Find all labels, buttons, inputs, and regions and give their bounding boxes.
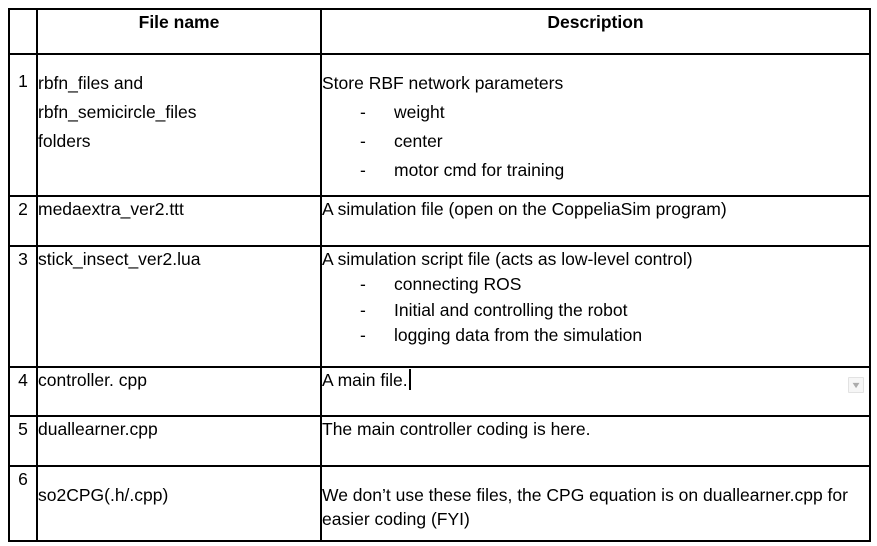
list-item: - Initial and controlling the robot bbox=[323, 298, 868, 324]
bullet-dash: - bbox=[360, 325, 366, 345]
file-name-cell[interactable]: so2CPG(.h/.cpp) bbox=[36, 465, 322, 542]
row-number: 2 bbox=[8, 195, 38, 247]
triangle-down-icon: ▼ bbox=[850, 380, 862, 390]
description-text: We don’t use these files, the CPG equati… bbox=[322, 485, 848, 529]
bullet-dash: - bbox=[360, 102, 366, 122]
table-row: 2 medaextra_ver2.ttt A simulation file (… bbox=[8, 195, 871, 247]
header-cell-file-name[interactable]: File name bbox=[36, 8, 322, 55]
description-cell[interactable]: We don’t use these files, the CPG equati… bbox=[320, 465, 871, 542]
file-name-text: so2CPG(.h/.cpp) bbox=[38, 485, 169, 505]
bullet-dash: - bbox=[360, 160, 366, 180]
list-item: - center bbox=[323, 127, 868, 156]
header-cell-index[interactable] bbox=[8, 8, 38, 55]
list-item-text: Initial and controlling the robot bbox=[394, 299, 628, 320]
description-cell[interactable]: The main controller coding is here. bbox=[320, 415, 871, 467]
table-header-row: File name Description bbox=[8, 8, 871, 55]
row-number: 5 bbox=[8, 415, 38, 467]
file-name-cell[interactable]: medaextra_ver2.ttt bbox=[36, 195, 322, 247]
description-text: Store RBF network parameters bbox=[322, 73, 564, 93]
list-item-text: weight bbox=[394, 102, 445, 122]
list-item: - connecting ROS bbox=[323, 272, 868, 298]
description-text: A simulation file (open on the CoppeliaS… bbox=[322, 199, 727, 219]
bullet-dash: - bbox=[360, 274, 366, 294]
description-text: A simulation script file (acts as low-le… bbox=[322, 249, 693, 269]
table-row: 4 controller. cpp A main file. bbox=[8, 366, 871, 417]
description-text: A main file. bbox=[322, 370, 408, 390]
row-number: 6 bbox=[8, 465, 38, 542]
list-item: - logging data from the simulation bbox=[323, 323, 868, 349]
table-dropdown-button[interactable]: ▼ bbox=[848, 377, 864, 393]
description-cell[interactable]: A simulation file (open on the CoppeliaS… bbox=[320, 195, 871, 247]
list-item: - weight bbox=[323, 98, 868, 127]
list-item-text: logging data from the simulation bbox=[394, 325, 643, 345]
list-item-text: motor cmd for training bbox=[394, 160, 565, 180]
list-item-text: center bbox=[394, 131, 443, 151]
description-cell[interactable]: Store RBF network parameters - weight - ce… bbox=[320, 53, 871, 197]
description-cell[interactable]: A simulation script file (acts as low-le… bbox=[320, 245, 871, 368]
file-name-cell[interactable]: controller. cpp bbox=[36, 366, 322, 417]
table-row: 6 so2CPG(.h/.cpp) We don’t use these fil… bbox=[8, 465, 871, 542]
bullet-dash: - bbox=[360, 299, 366, 320]
row-number: 3 bbox=[8, 245, 38, 368]
bullet-dash: - bbox=[360, 131, 366, 151]
header-cell-description[interactable]: Description bbox=[320, 8, 871, 55]
file-name-text: controller. cpp bbox=[38, 370, 147, 390]
list-item: - motor cmd for training bbox=[323, 156, 868, 185]
list-item-text: connecting ROS bbox=[394, 274, 522, 294]
file-name-text: rbfn_files and rbfn_semicircle_files fol… bbox=[38, 73, 197, 151]
row-number: 4 bbox=[8, 366, 38, 417]
file-name-cell[interactable]: stick_insect_ver2.lua bbox=[36, 245, 322, 368]
file-name-cell[interactable]: duallearner.cpp bbox=[36, 415, 322, 467]
table-row: 3 stick_insect_ver2.lua A simulation scr… bbox=[8, 245, 871, 368]
file-description-table: File name Description 1 rbfn_files and r… bbox=[8, 8, 871, 542]
file-name-text: medaextra_ver2.ttt bbox=[38, 199, 184, 219]
row-number: 1 bbox=[8, 53, 38, 197]
table-row: 1 rbfn_files and rbfn_semicircle_files f… bbox=[8, 53, 871, 197]
description-text: The main controller coding is here. bbox=[322, 419, 591, 439]
description-cell[interactable]: A main file. bbox=[320, 366, 871, 417]
table-row: 5 duallearner.cpp The main controller co… bbox=[8, 415, 871, 467]
file-name-cell[interactable]: rbfn_files and rbfn_semicircle_files fol… bbox=[36, 53, 322, 197]
file-name-text: stick_insect_ver2.lua bbox=[38, 249, 201, 269]
text-cursor bbox=[408, 369, 411, 390]
file-name-text: duallearner.cpp bbox=[38, 419, 158, 439]
